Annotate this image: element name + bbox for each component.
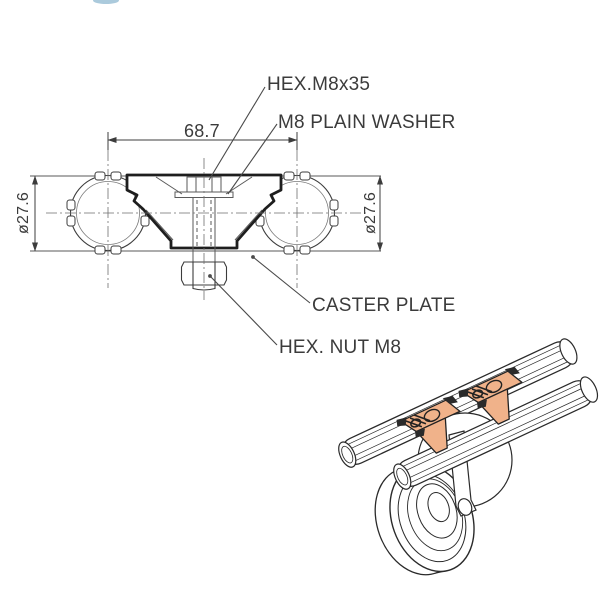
iso-caster-bracket-a (396, 395, 461, 454)
iso-caster-bracket-b (458, 366, 523, 425)
dimension-value-pipe-dia-left: ø27.6 (15, 192, 32, 234)
callout-hex-bolt: HEX.M8x35 (267, 74, 371, 95)
centerlines (46, 150, 368, 300)
callout-washer: M8 PLAIN WASHER (278, 112, 456, 133)
dimension-value-pipe-dia-right: ø27.6 (362, 192, 379, 234)
isometric-illustration (338, 338, 599, 576)
callout-hex-nut: HEX. NUT M8 (279, 337, 402, 358)
callout-caster-plate: CASTER PLATE (312, 295, 456, 316)
dimension-value-center-distance: 68.7 (184, 121, 220, 141)
iso-lower-pipe (393, 376, 599, 490)
bolt-and-washer (145, 176, 263, 262)
leader-lines (208, 86, 311, 346)
logo-remnant (93, 0, 119, 4)
